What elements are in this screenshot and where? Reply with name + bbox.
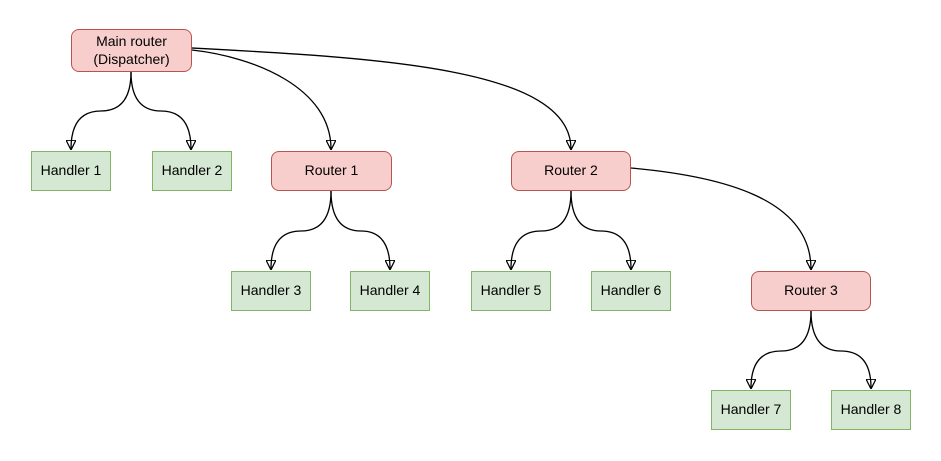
edge-router2-to-handler5: [511, 190, 572, 269]
edge-router2-to-router3: [630, 167, 811, 269]
edge-main-to-router1: [191, 49, 331, 149]
node-handler-7: Handler 7: [711, 390, 791, 430]
edge-main-to-handler2: [130, 71, 191, 149]
node-handler-1: Handler 1: [31, 151, 111, 191]
node-handler-4: Handler 4: [350, 271, 430, 311]
edge-router3-to-handler7: [751, 310, 812, 388]
node-router-2: Router 2: [511, 151, 631, 191]
node-handler-3: Handler 3: [231, 271, 311, 311]
edge-main-to-router2: [191, 47, 571, 149]
node-handler-6: Handler 6: [591, 271, 671, 311]
node-handler-8: Handler 8: [831, 390, 911, 430]
node-handler-5: Handler 5: [471, 271, 551, 311]
node-handler-2: Handler 2: [152, 151, 232, 191]
edge-router2-to-handler6: [570, 190, 631, 269]
edge-main-to-handler1: [71, 71, 132, 149]
node-router-3: Router 3: [751, 271, 871, 311]
edge-router1-to-handler3: [271, 190, 332, 269]
edge-router1-to-handler4: [330, 190, 390, 269]
node-main-router-dispatcher: Main router (Dispatcher): [71, 29, 192, 72]
node-router-1: Router 1: [271, 151, 392, 191]
edge-router3-to-handler8: [810, 310, 871, 388]
